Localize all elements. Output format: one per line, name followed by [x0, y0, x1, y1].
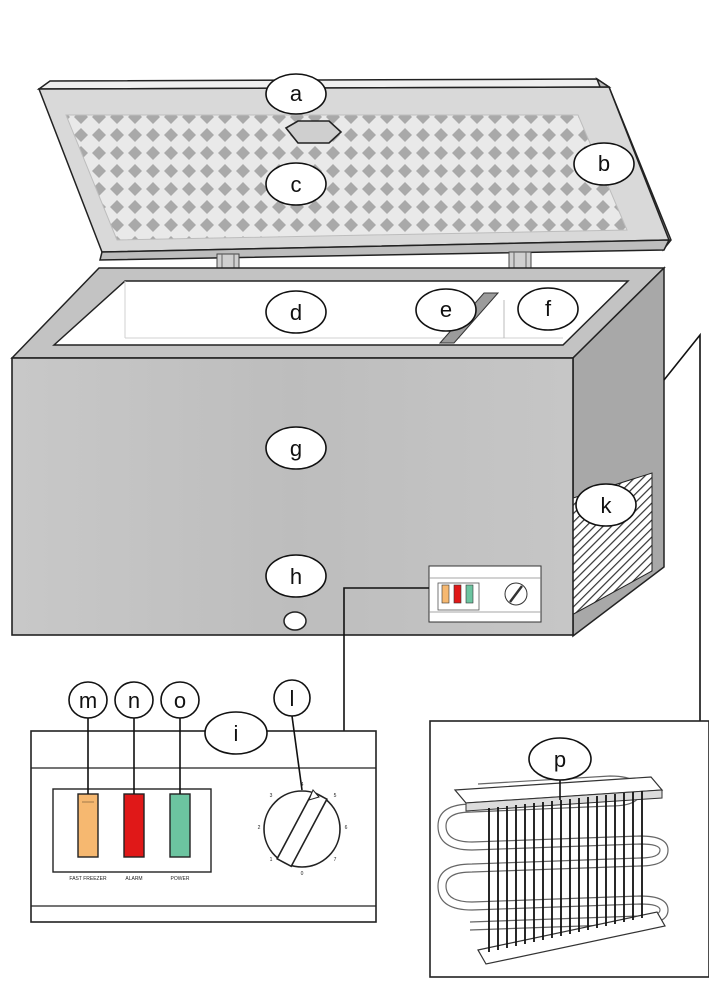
dial-mark-3: 7	[334, 857, 337, 863]
callout-o: o	[160, 681, 200, 719]
fast-freezer-label: FAST FREEZER	[69, 876, 107, 882]
callout-a: a	[265, 73, 327, 115]
callout-f: f	[517, 287, 579, 331]
lid-inner-liner	[65, 114, 628, 241]
callout-c: c	[265, 162, 327, 206]
callout-h: h	[265, 554, 327, 598]
svg-text:c: c	[291, 172, 302, 197]
leader-lines	[343, 332, 701, 733]
svg-text:g: g	[290, 436, 302, 461]
dial-mark-7: 3	[270, 793, 273, 799]
svg-text:n: n	[128, 688, 140, 713]
svg-text:o: o	[174, 688, 186, 713]
svg-text:a: a	[290, 81, 303, 106]
dial-mark-1: 5	[334, 793, 337, 799]
drain-plug	[283, 611, 307, 631]
dial-mark-2: 6	[345, 825, 348, 831]
power-label: POWER	[171, 876, 190, 882]
fast-freezer-lamp	[77, 793, 99, 858]
dial-mark-6: 2	[258, 825, 261, 831]
svg-text:h: h	[290, 564, 302, 589]
svg-text:l: l	[290, 686, 295, 711]
svg-text:d: d	[290, 300, 302, 325]
svg-text:i: i	[234, 721, 239, 746]
svg-text:b: b	[598, 151, 610, 176]
svg-text:p: p	[554, 747, 566, 772]
callout-g: g	[265, 426, 327, 470]
callout-e: e	[415, 288, 477, 332]
dial-mark-5: 1	[270, 857, 273, 863]
callout-d: d	[265, 290, 327, 334]
svg-text:e: e	[440, 297, 452, 322]
lid	[36, 77, 672, 261]
thermostat-dial: 4 5 6 7 0 1 2 3	[258, 782, 348, 877]
alarm-lamp	[123, 793, 145, 858]
callout-k: k	[575, 483, 637, 527]
svg-text:m: m	[79, 688, 97, 713]
svg-text:f: f	[545, 296, 552, 321]
control-panel-detail: FAST FREEZER ALARM POWER 4 5 6 7 0 1 2 3	[30, 715, 377, 923]
callout-b: b	[573, 142, 635, 186]
callout-p: p	[528, 737, 592, 781]
callout-i: i	[204, 711, 268, 755]
callout-l: l	[273, 679, 311, 717]
callout-m: m	[68, 681, 108, 719]
dial-mark-4: 0	[301, 871, 304, 877]
alarm-label: ALARM	[125, 876, 142, 882]
callout-n: n	[114, 681, 154, 719]
lid-lock	[284, 120, 343, 144]
svg-text:k: k	[601, 493, 613, 518]
control-panel-small	[428, 565, 542, 623]
power-lamp	[169, 793, 191, 858]
